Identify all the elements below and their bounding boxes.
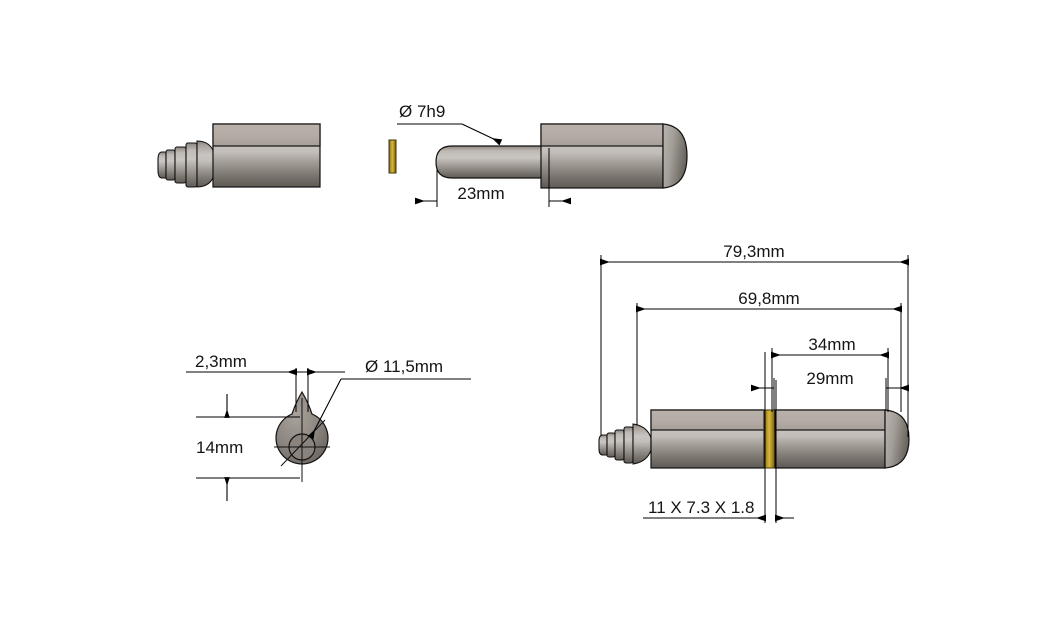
nipple-ring-2 bbox=[614, 429, 625, 461]
dimension-23mm-label: 23mm bbox=[457, 184, 504, 203]
callout-leader bbox=[307, 378, 342, 440]
view-cross-section: Ø 11,5mm 2,3mm 14mm bbox=[186, 352, 471, 501]
nipple-shoulder bbox=[632, 423, 652, 465]
diameter-callout-115mm-label: Ø 11,5mm bbox=[365, 357, 443, 376]
dimension-69-8mm-label: 69,8mm bbox=[738, 289, 799, 308]
dimension-23mm-offset-label: 2,3mm bbox=[195, 352, 247, 371]
view-assembly: 79,3mm 69,8mm 34mm 29mm bbox=[598, 242, 910, 523]
dimension-79-3mm-label: 79,3mm bbox=[723, 242, 784, 261]
dimension-23mm: 23mm bbox=[415, 148, 571, 207]
pin-body-top-face bbox=[540, 123, 664, 147]
nipple-ring-1 bbox=[165, 149, 176, 181]
assembly-left-top-face bbox=[650, 409, 765, 431]
brass-washer-assembly bbox=[763, 409, 776, 469]
dimension-34mm-label: 34mm bbox=[808, 335, 855, 354]
dimension-23mm-offset: 2,3mm bbox=[186, 352, 345, 412]
nipple-tip bbox=[157, 151, 167, 179]
diameter-callout-7h9: Ø 7h9 bbox=[397, 102, 503, 146]
nipple-tip bbox=[598, 434, 608, 456]
dimension-14mm-label: 14mm bbox=[196, 438, 243, 457]
dimension-79-3mm: 79,3mm bbox=[600, 242, 909, 437]
dimension-14mm: 14mm bbox=[196, 394, 300, 501]
pin-shaft bbox=[435, 145, 549, 179]
section-slash bbox=[280, 419, 326, 467]
nipple-ring-2 bbox=[174, 146, 187, 184]
view-pin-detail: Ø 7h9 23mm bbox=[388, 102, 688, 207]
pin-body-end-cap bbox=[662, 123, 688, 189]
assembly-right-top-face bbox=[774, 409, 886, 431]
nipple-ring-3 bbox=[623, 426, 634, 464]
diameter-callout-7h9-label: Ø 7h9 bbox=[399, 102, 445, 121]
assembly-end-cap bbox=[884, 409, 910, 469]
washer-callout-label: 11 X 7.3 X 1.8 bbox=[648, 498, 754, 517]
dimension-29mm: 29mm bbox=[751, 369, 909, 410]
callout-leader bbox=[461, 123, 503, 146]
nipple-shoulder bbox=[196, 140, 216, 188]
nipple-rings bbox=[157, 140, 216, 188]
dimension-69-8mm: 69,8mm bbox=[636, 289, 902, 425]
body-top-face bbox=[212, 123, 321, 147]
dimension-34mm: 34mm bbox=[771, 335, 889, 412]
nipple-ring-1 bbox=[606, 432, 616, 458]
nipple-ring-3 bbox=[185, 142, 198, 188]
diameter-callout-115mm: Ø 11,5mm bbox=[307, 357, 471, 440]
view-body-exploded bbox=[157, 123, 321, 188]
dimension-29mm-label: 29mm bbox=[806, 369, 853, 388]
brass-washer-loose bbox=[388, 139, 397, 174]
washer-callout: 11 X 7.3 X 1.8 bbox=[643, 352, 794, 523]
assembly-nipple bbox=[598, 423, 652, 465]
